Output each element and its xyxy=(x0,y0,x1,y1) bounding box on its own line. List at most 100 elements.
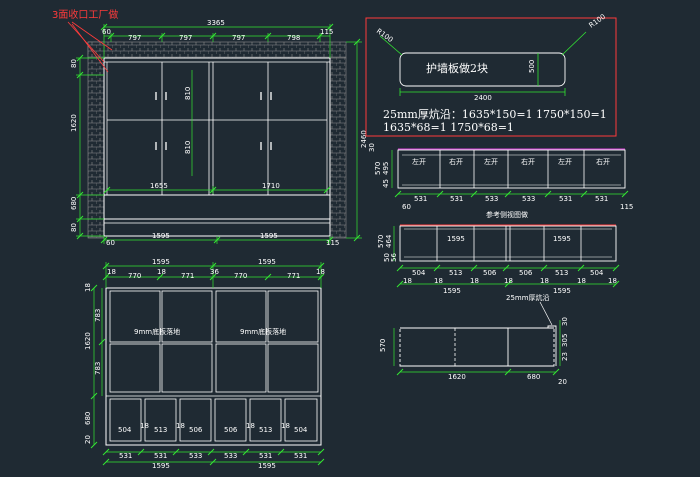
drawer-front-small-1: 18 xyxy=(403,277,412,285)
drawer-top-width-4: 533 xyxy=(522,195,535,203)
wall-panel-shape xyxy=(399,52,566,87)
wall-top-hatch xyxy=(87,41,347,59)
drawer-open-4: 右开 xyxy=(521,157,535,166)
plan-left-dim-3: 783 xyxy=(94,309,102,322)
drawer-front-width-4: 506 xyxy=(519,269,533,277)
panel-width-dim: 2400 xyxy=(474,94,492,102)
front-door-height-lower: 810 xyxy=(184,141,192,154)
plan-left-dim-2: 1620 xyxy=(84,332,92,350)
drawer-front-width-6: 504 xyxy=(590,269,604,277)
side-view-right-2: 5 xyxy=(561,334,569,338)
drawer-open-3: 左开 xyxy=(484,157,498,166)
drawer-top-left-1: 30 xyxy=(368,143,376,152)
plan-drawer-width-6: 504 xyxy=(294,426,308,434)
plan-drawer-width-2: 513 xyxy=(154,426,167,434)
edge-spec-line-2: 1635*68=1 1750*68=1 xyxy=(383,121,514,134)
plan-bottom-width-3: 533 xyxy=(189,452,202,460)
wall-panel-detail: 护墙板做2块 R100 R100 2400 500 25mm厚炕沿：1635*1… xyxy=(365,13,617,137)
drawer-front-small-4: 18 xyxy=(504,277,513,285)
plan-bottom-total-2: 1595 xyxy=(258,462,276,470)
plan-floor-label-right: 9mm底板落地 xyxy=(240,327,286,336)
front-bottom-dim-2: 1595 xyxy=(152,232,170,240)
side-view-bottom-2: 680 xyxy=(527,373,540,381)
plan-drawer-small-4: 18 xyxy=(281,422,290,430)
plan-top-seg-6: 770 xyxy=(234,272,247,280)
plan-bottom-width-2: 531 xyxy=(154,452,167,460)
drawer-front-small-5: 18 xyxy=(540,277,549,285)
plan-bottom-width-6: 531 xyxy=(294,452,307,460)
drawer-top-width-1: 531 xyxy=(414,195,427,203)
front-top-seg-1: 60 xyxy=(102,28,111,36)
plan-drawer-width-3: 506 xyxy=(189,426,203,434)
wall-right-hatch xyxy=(329,57,347,239)
drawer-front-view: 1595 1595 504 513 506 506 513 504 18 18 … xyxy=(377,224,620,295)
front-left-dim-3: 680 xyxy=(70,197,78,210)
front-top-seg-6: 115 xyxy=(320,28,333,36)
front-left-dim-4: 80 xyxy=(70,223,78,232)
panel-detail-frame xyxy=(365,17,617,137)
drawer-open-2: 右开 xyxy=(449,157,463,166)
edge-label: 25mm厚炕沿 xyxy=(506,293,550,302)
drawer-front-small-7: 18 xyxy=(608,277,617,285)
front-top-seg-5: 798 xyxy=(287,34,300,42)
plan-top-total-2: 1595 xyxy=(258,258,276,266)
door-handles xyxy=(155,92,272,150)
side-view-note: 参考侧视图做 xyxy=(486,210,528,219)
plan-top-seg-4: 771 xyxy=(181,272,194,280)
panel-height-dim: 500 xyxy=(528,60,536,73)
plan-bottom-width-4: 533 xyxy=(224,452,237,460)
plan-left-dim-1: 18 xyxy=(84,283,92,292)
drawer-front-inner-2: 1595 xyxy=(553,235,571,243)
front-bottom-dim-3: 1595 xyxy=(260,232,278,240)
side-view-right-4: 23 xyxy=(561,352,569,361)
front-bottom-dim-1: 60 xyxy=(106,239,115,247)
edge-spec-line-1: 25mm厚炕沿：1635*150=1 1750*150=1 xyxy=(383,107,607,121)
drawer-top-width-2: 531 xyxy=(450,195,463,203)
drawer-front-total-1: 1595 xyxy=(443,287,461,295)
drawer-open-5: 左开 xyxy=(558,157,572,166)
drawer-top-left-4: 45 xyxy=(382,179,390,188)
drawer-front-left-2: 464 xyxy=(385,234,393,248)
plan-left-dim-5: 680 xyxy=(84,412,92,425)
plan-top-seg-5: 36 xyxy=(210,268,219,276)
drawer-top-end-left: 60 xyxy=(402,203,411,211)
drawer-front-left-1: 570 xyxy=(377,235,385,248)
front-left-dim-2: 1620 xyxy=(70,114,78,132)
factory-finish-note: 3面收口工厂做 xyxy=(52,8,118,21)
drawer-open-6: 右开 xyxy=(596,157,610,166)
drawer-front-width-3: 506 xyxy=(483,269,497,277)
front-top-seg-2: 797 xyxy=(128,34,141,42)
drawer-top-width-3: 533 xyxy=(485,195,498,203)
front-right-total: 2460 xyxy=(360,130,368,148)
side-view-height: 570 xyxy=(379,339,387,352)
drawer-front-small-2: 18 xyxy=(434,277,443,285)
plan-top-seg-2: 770 xyxy=(128,272,141,280)
plan-bottom-width-5: 531 xyxy=(259,452,272,460)
drawer-top-left-2: 570 xyxy=(374,162,382,175)
front-view: 3365 60 797 797 797 798 115 80 1620 680 … xyxy=(52,8,368,247)
side-view-bottom-3: 20 xyxy=(558,378,567,386)
plan-drawer-width-4: 506 xyxy=(224,426,238,434)
drawer-front-left-4: 56 xyxy=(390,253,398,262)
front-lower-width-1: 1655 xyxy=(150,182,168,190)
front-left-dim-1: 80 xyxy=(70,59,78,68)
front-top-seg-4: 797 xyxy=(232,34,245,42)
wall-left-hatch xyxy=(87,41,105,239)
side-view-outline xyxy=(399,327,555,367)
panel-title: 护墙板做2块 xyxy=(426,61,488,75)
front-bottom-dim-4: 115 xyxy=(326,239,339,247)
plan-view: 9mm底板落地 9mm底板落地 1595 1595 18 770 18 771 … xyxy=(84,258,325,470)
drawer-top-width-6: 531 xyxy=(595,195,608,203)
drawer-front-outline xyxy=(399,225,617,262)
plan-view-outline xyxy=(105,287,322,446)
front-cabinet-outline xyxy=(103,57,331,237)
drawer-top-view: 左开 右开 左开 右开 左开 右开 531 531 533 533 531 53… xyxy=(368,143,633,219)
panel-radius-right: R100 xyxy=(588,13,608,30)
drawer-front-small-3: 18 xyxy=(470,277,479,285)
drawer-top-left-3: 495 xyxy=(382,162,390,175)
drawer-top-width-5: 531 xyxy=(559,195,572,203)
side-view-right-1: 30 xyxy=(561,317,569,326)
factory-note-leaders xyxy=(67,21,113,73)
plan-top-seg-7: 771 xyxy=(287,272,300,280)
